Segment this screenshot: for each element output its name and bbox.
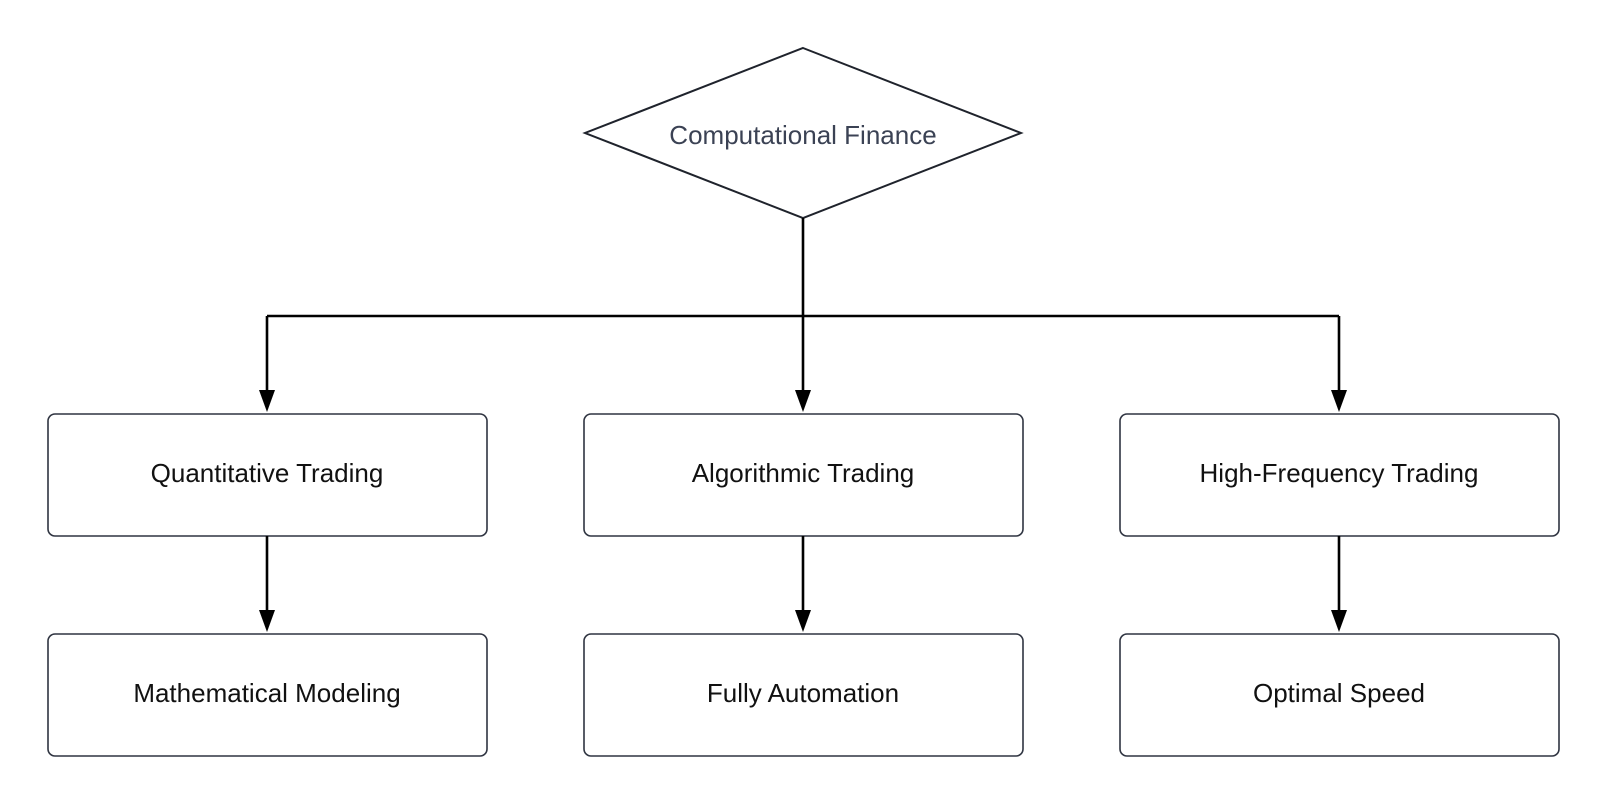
branch-label: Quantitative Trading [151,458,384,488]
branch-label: High-Frequency Trading [1200,458,1479,488]
root-node[interactable]: Computational Finance [582,46,1024,220]
child-label: Mathematical Modeling [133,678,400,708]
child-label: Optimal Speed [1253,678,1425,708]
branch-node-quantitative-trading[interactable]: Quantitative Trading [47,413,488,537]
arrowhead-to-fully-automation [795,610,811,632]
arrowhead-to-mathematical-modeling [259,610,275,632]
child-box-shape [47,633,488,757]
arrowhead-to-quantitative [259,390,275,412]
child-node-fully-automation[interactable]: Fully Automation [583,633,1024,757]
root-label: Computational Finance [669,120,936,150]
arrowhead-to-high-frequency [1331,390,1347,412]
arrowhead-to-algorithmic [795,390,811,412]
child-box-shape [1119,633,1560,757]
branch-node-high-frequency-trading[interactable]: High-Frequency Trading [1119,413,1560,537]
arrowhead-to-optimal-speed [1331,610,1347,632]
child-node-optimal-speed[interactable]: Optimal Speed [1119,633,1560,757]
child-box-shape [583,633,1024,757]
branch-label: Algorithmic Trading [692,458,915,488]
child-label: Fully Automation [707,678,899,708]
branch-node-algorithmic-trading[interactable]: Algorithmic Trading [583,413,1024,537]
child-node-mathematical-modeling[interactable]: Mathematical Modeling [47,633,488,757]
